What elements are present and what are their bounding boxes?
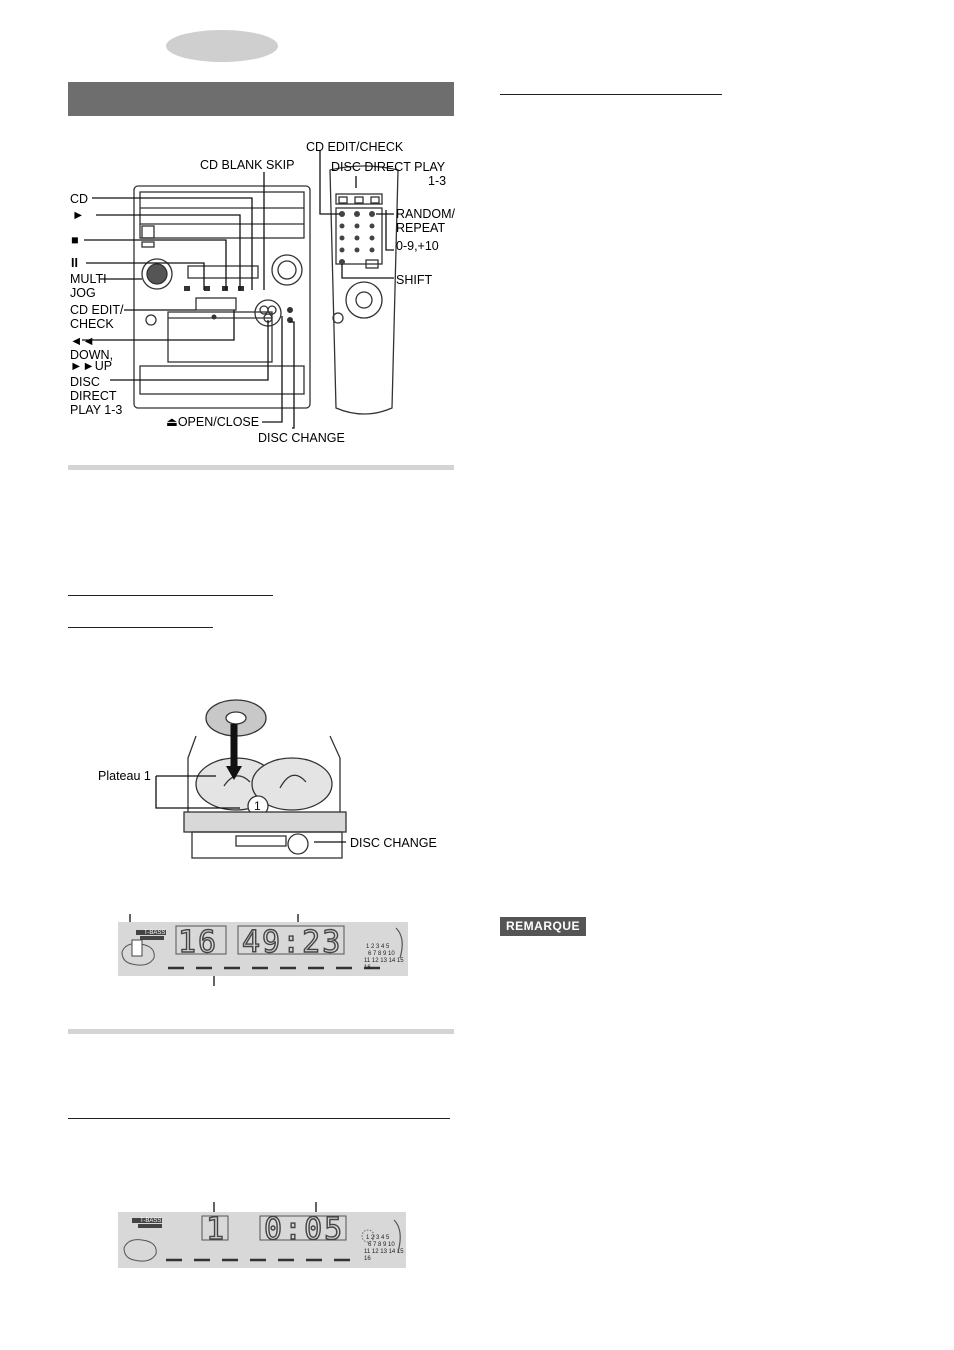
stereo-unit-diagram [133, 185, 311, 409]
label-disc-change: DISC CHANGE [258, 431, 345, 445]
page-tab-oval [166, 30, 278, 62]
display-1-grid-row-2: 6 7 8 9 10 [368, 951, 395, 957]
label-down: DOWN, [70, 348, 114, 362]
label-numbers: 0-9,+10 [396, 239, 439, 253]
eject-icon: ⏏ [166, 415, 178, 429]
right-heading-rule [500, 94, 722, 95]
label-jog: JOG [70, 286, 96, 300]
label-multi: MULTI [70, 272, 107, 286]
label-open-close: ⏏OPEN/CLOSE [166, 415, 260, 429]
label-play: ► [72, 208, 85, 222]
display-2-time: 0:05 [264, 1212, 344, 1247]
display-1-grid-row-3: 11 12 13 14 15 [364, 958, 404, 964]
remote-leader-lines [319, 150, 394, 279]
label-repeat: REPEAT [396, 221, 446, 235]
tray-leader-lines [155, 775, 346, 843]
display-2-grid-row-3: 11 12 13 14 15 [364, 1249, 404, 1255]
label-random: RANDOM/ [396, 207, 456, 221]
label-remote-disc-direct-play: DISC DIRECT PLAY [331, 160, 446, 174]
display-1-grid-row-4: 16 [364, 965, 371, 971]
remote-control-diagram [329, 165, 399, 415]
label-pause: II [71, 256, 78, 270]
subheading-rule-3 [68, 1118, 450, 1119]
subheading-rule-1 [68, 595, 273, 596]
label-cd: CD [70, 192, 89, 206]
disc-tray-diagram: 1 [183, 699, 347, 859]
label-stop: ■ [71, 233, 79, 247]
display-2-grid-row-1: 1 2 3 4 5 [366, 1235, 390, 1241]
svg-text:1: 1 [254, 799, 261, 813]
label-direct: DIRECT [70, 389, 117, 403]
label-check: CHECK [70, 317, 114, 331]
label-ff-up: ►►UP [70, 359, 113, 373]
display-2-tbass: T-BASS [140, 1218, 161, 1224]
label-disc: DISC [70, 375, 100, 389]
subheading-rule-2 [68, 627, 213, 628]
display-2-grid-row-4: 16 [364, 1256, 371, 1262]
label-shift: SHIFT [396, 273, 433, 287]
display-1-tbass: T-BASS [144, 930, 165, 936]
display-1-time: 49:23 [242, 925, 342, 960]
lcd-display-1: T-BASS 16 49:23 1 2 3 4 5 6 7 8 9 10 11 … [118, 922, 408, 976]
label-tray-disc-change: DISC CHANGE [350, 836, 437, 850]
label-play-1-3: PLAY 1-3 [70, 403, 123, 417]
stereo-leader-lines [82, 172, 295, 429]
label-cd-edit: CD EDIT/ [70, 303, 124, 317]
label-remote-cd-edit-check: CD EDIT/CHECK [306, 140, 404, 154]
display-1-track: 16 [178, 925, 218, 960]
label-remote-disc-direct-play-range: 1-3 [428, 174, 447, 188]
section-divider-2 [68, 1029, 454, 1034]
label-rewind: ◄◄ [70, 334, 95, 348]
lcd-display-2: T-BASS 1 0:05 1 2 3 4 5 6 7 8 9 10 11 12… [118, 1212, 406, 1268]
remarque-badge: REMARQUE [500, 917, 586, 936]
display-1-grid-row-1: 1 2 3 4 5 [366, 944, 390, 950]
display-2-grid-row-2: 6 7 8 9 10 [368, 1242, 395, 1248]
label-plateau-1: Plateau 1 [98, 769, 151, 783]
section-title-bar [68, 82, 454, 116]
display-2-track: 1 [206, 1212, 226, 1247]
section-divider-1 [68, 465, 454, 470]
label-cd-blank-skip: CD BLANK SKIP [200, 158, 295, 172]
